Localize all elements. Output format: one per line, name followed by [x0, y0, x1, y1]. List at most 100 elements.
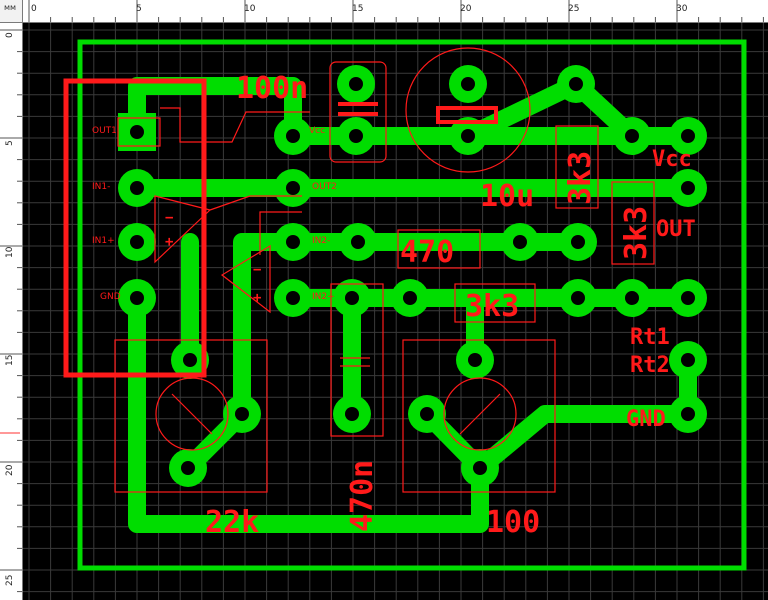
r3-outline — [397, 229, 481, 269]
label-connector-out: OUT — [656, 217, 696, 242]
ruler-top-label-0: 0 — [31, 4, 37, 14]
ruler-left-label-25: 25 — [5, 575, 15, 586]
ruler-vertical-scale: 0 5 10 15 20 25 — [0, 29, 22, 593]
r3-pad-2-drill-hole — [513, 235, 527, 249]
board-outline — [77, 39, 747, 571]
ruler-horizontal[interactable]: 0 5 10 15 20 25 30 — [0, 0, 768, 23]
pin-label-gnd: GND — [100, 292, 121, 302]
pot2-pad-3-drill-hole — [473, 461, 487, 475]
pin-label-in1-minus: IN1- — [92, 182, 110, 192]
opamp2-input-line — [259, 211, 302, 255]
out-pad-drill-hole — [681, 181, 695, 195]
trace-out1-to-out2 — [128, 77, 302, 145]
label-connector-gnd: GND — [626, 407, 666, 432]
c2-polarity-bar — [436, 106, 498, 124]
label-r2-3k3: 3k3 — [619, 206, 654, 260]
pin-label-vcc: Vcc — [309, 126, 325, 136]
ruler-left-label-10: 10 — [5, 246, 15, 258]
ruler-unit-corner[interactable]: мм — [0, 0, 23, 23]
chip-pin-7-drill-hole — [286, 181, 300, 195]
pin-label-in2-plus: IN2+ — [312, 292, 335, 302]
c1-outline — [329, 61, 387, 163]
rt2-pad-drill-hole — [681, 353, 695, 367]
label-c1-100n: 100n — [236, 71, 308, 106]
chip-pin-6-drill-hole — [286, 235, 300, 249]
r3-pad-1-drill-hole — [351, 235, 365, 249]
ruler-left-label-15: 15 — [5, 355, 15, 366]
c1-plates — [338, 102, 378, 116]
r2-outline — [611, 181, 655, 265]
opamp2-symbol — [220, 244, 271, 314]
label-r4-3k3: 3k3 — [465, 289, 519, 324]
chip-pin-3-drill-hole — [130, 235, 144, 249]
trace-gnd-loop — [128, 289, 489, 533]
ruler-top-label-20: 20 — [460, 4, 472, 14]
c1-pad-1-drill-hole — [349, 77, 363, 91]
c3-pad-2-drill-hole — [345, 407, 359, 421]
label-connector-vcc: Vcc — [652, 147, 692, 172]
ruler-top-label-25: 25 — [568, 4, 579, 14]
label-r3-470: 470 — [400, 235, 454, 270]
ruler-vertical[interactable]: 0 5 10 15 20 25 — [0, 0, 23, 600]
pot1-pad-3-drill-hole — [181, 461, 195, 475]
pot1-wiper-line — [171, 393, 213, 435]
c2-pad-2-drill-hole — [461, 129, 475, 143]
opamp2-plus-sign: + — [253, 290, 261, 306]
silkscreen-outlines — [63, 47, 655, 493]
chip-internal-trace — [160, 107, 310, 143]
r1-pad-2-drill-hole — [625, 129, 639, 143]
pin-label-out2: OUT2 — [312, 182, 337, 192]
pin-label-in1-plus: IN1+ — [92, 236, 115, 246]
c3-pad-1-drill-hole — [345, 291, 359, 305]
label-connector-rt2: Rt2 — [630, 353, 670, 378]
r1-outline — [555, 125, 599, 209]
pin-label-in2-minus: IN2- — [312, 236, 330, 246]
ruler-top-label-10: 10 — [244, 4, 256, 14]
pot2-wiper-line — [459, 393, 501, 435]
ruler-top-label-15: 15 — [352, 4, 363, 14]
label-pot1-22k: 22k — [205, 505, 259, 540]
pot1-dial — [155, 377, 229, 451]
chip-pin1-marker — [117, 117, 161, 147]
ruler-horizontal-scale: 0 5 10 15 20 25 30 — [28, 0, 764, 22]
pin-label-out1: OUT1 — [92, 126, 117, 136]
label-connector-rt1: Rt1 — [630, 325, 670, 350]
pot1-outline — [114, 339, 268, 493]
pot1-pad-2-drill-hole — [235, 407, 249, 421]
opamp1-plus-sign: + — [165, 234, 173, 250]
chip-pin-2-drill-hole — [130, 181, 144, 195]
c2-outline — [405, 47, 531, 173]
opamp1-output-line — [209, 195, 302, 211]
chip-pin-8-drill-hole — [286, 129, 300, 143]
pot2-outline — [402, 339, 556, 493]
vcc-pad-drill-hole — [681, 129, 695, 143]
ruler-top-label-30: 30 — [676, 4, 688, 14]
label-c3-470n: 470n — [345, 460, 380, 532]
pcb-canvas[interactable]: OUT1 IN1- IN1+ GND Vcc OUT2 IN2- IN2+ − … — [23, 23, 768, 600]
selected-chip-highlight[interactable] — [63, 78, 207, 378]
opamp1-minus-sign: − — [165, 210, 173, 226]
ruler-left-label-0: 0 — [5, 32, 15, 38]
ruler-top-label-5: 5 — [136, 4, 142, 14]
label-c2-10u: 10u — [480, 179, 534, 214]
ruler-left-label-20: 20 — [5, 464, 15, 476]
pot2-wiper-pad-drill-hole — [468, 353, 482, 367]
rt1-pad-a-drill-hole — [625, 291, 639, 305]
r4-pad-2-drill-hole — [571, 291, 585, 305]
c2-pad-1-drill-hole — [461, 77, 475, 91]
pot2-pad-2-drill-hole — [420, 407, 434, 421]
gnd-pad-drill-hole — [681, 407, 695, 421]
r1-pad-1-drill-hole — [569, 77, 583, 91]
pot1-wiper-pad-drill-hole — [183, 353, 197, 367]
ruler-top-tick-marks — [28, 0, 764, 22]
r2-pad-bottom-drill-hole — [571, 235, 585, 249]
r4-pad-1-drill-hole — [403, 291, 417, 305]
opamp2-minus-sign: − — [253, 262, 261, 278]
chip-pin-4-drill-hole — [130, 291, 144, 305]
label-pot2-100: 100 — [486, 505, 540, 540]
pot2-dial — [443, 377, 517, 451]
chip-pin-5-drill-hole — [286, 291, 300, 305]
opamp1-symbol — [154, 195, 212, 264]
c1-pad-2-drill-hole — [349, 129, 363, 143]
